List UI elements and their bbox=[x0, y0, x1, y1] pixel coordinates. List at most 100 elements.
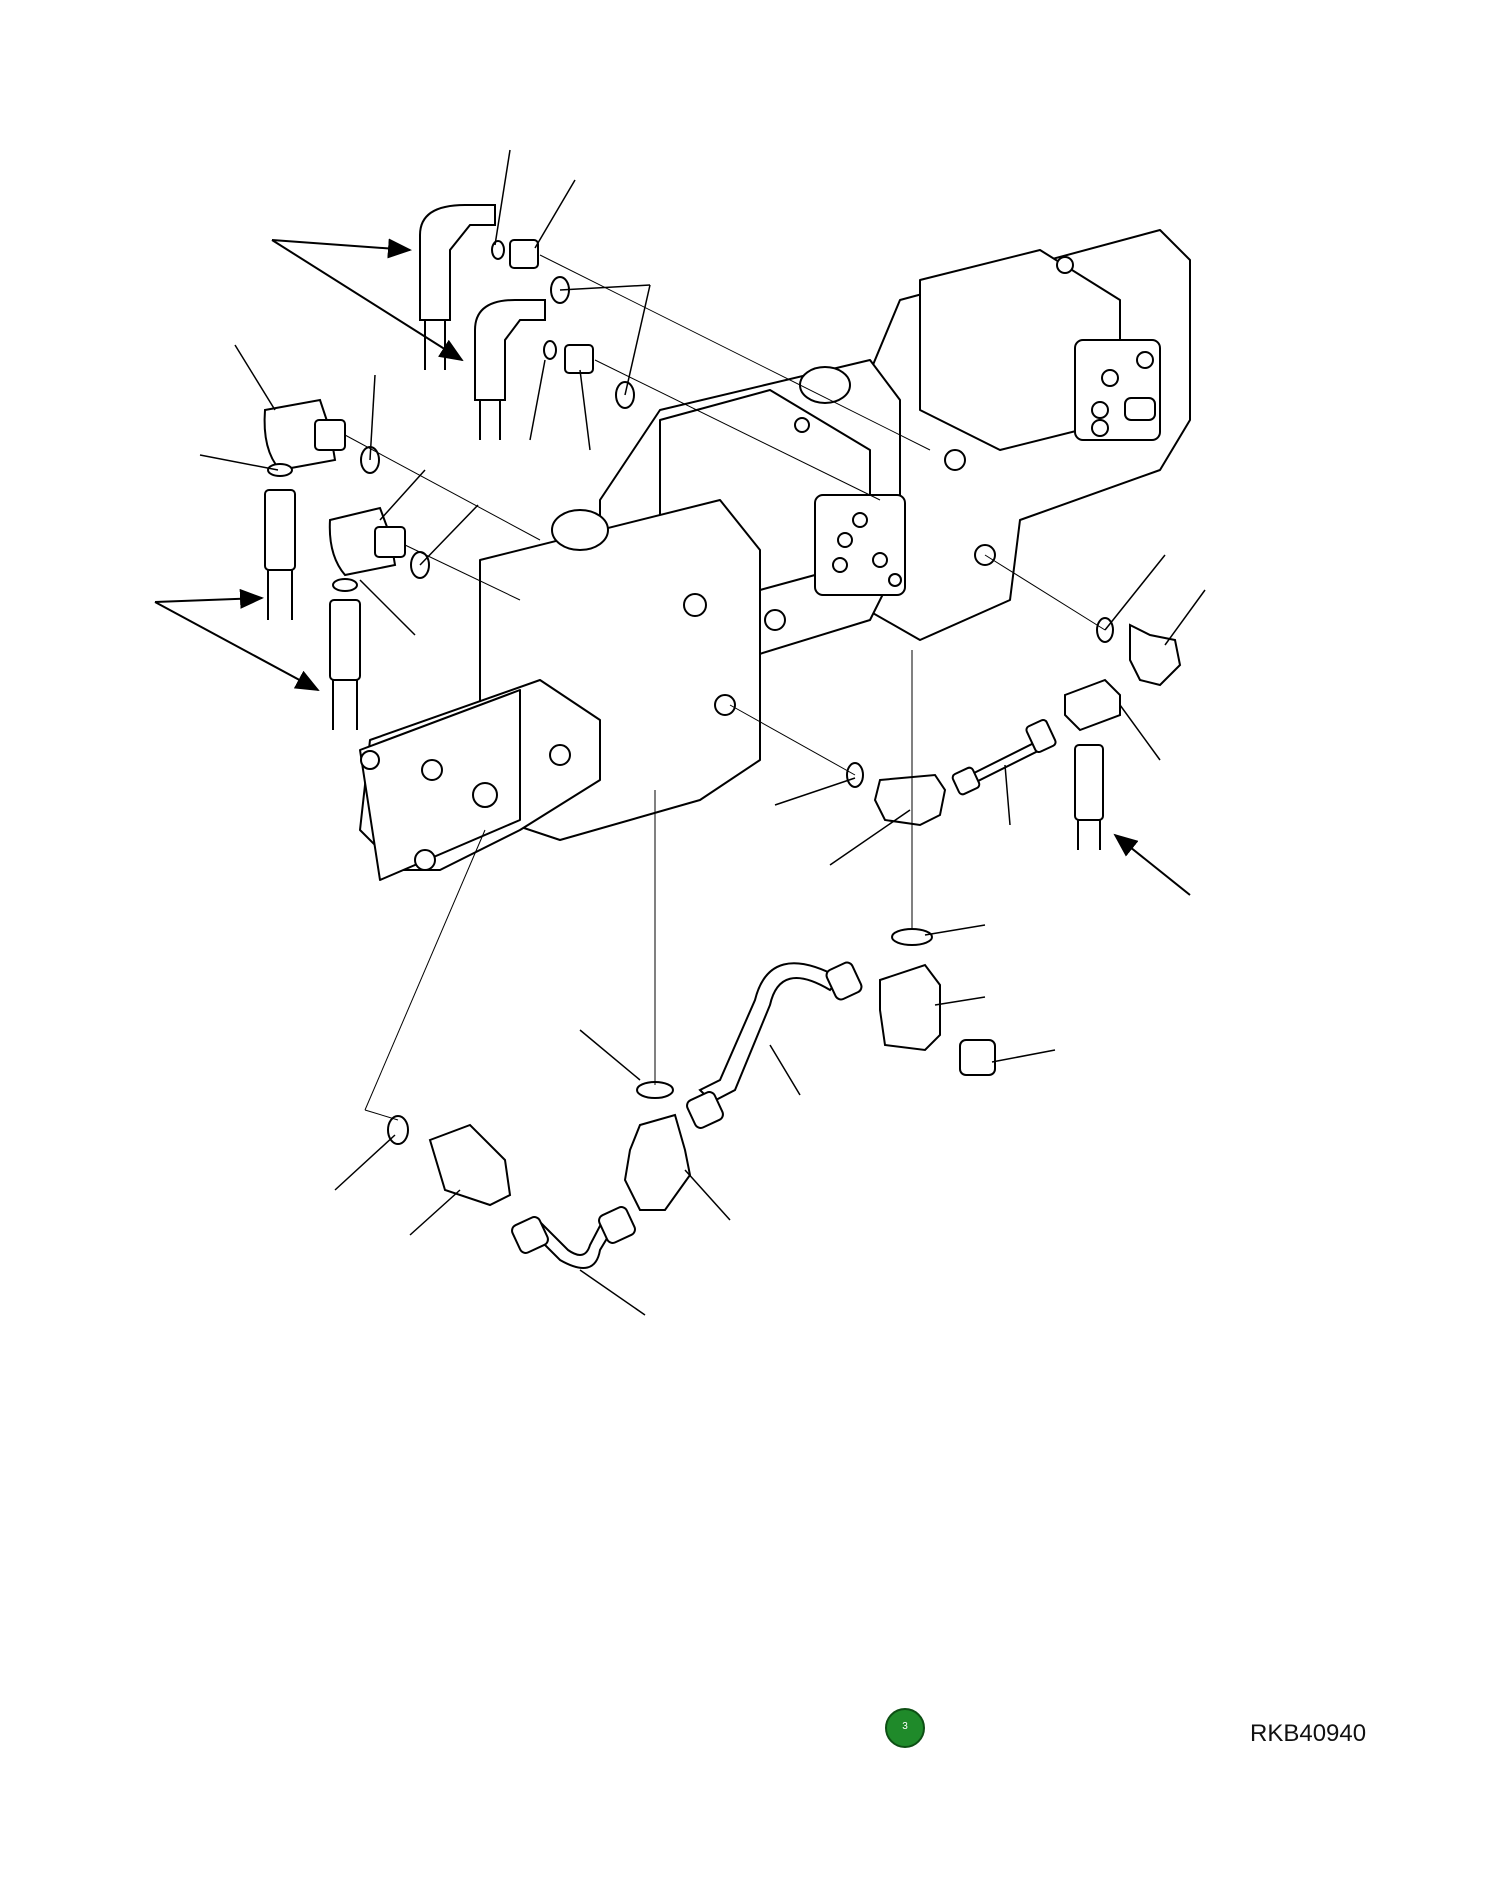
right-fittings bbox=[686, 617, 1182, 1129]
elbow-hose-1 bbox=[419, 204, 496, 321]
hose-stub-5 bbox=[1077, 820, 1101, 850]
centre-line-4 bbox=[404, 544, 521, 601]
hydraulic-pump-assembly bbox=[359, 229, 1191, 881]
leader-25 bbox=[334, 1134, 396, 1191]
o-ring-6 bbox=[267, 463, 293, 477]
hose-stub-4 bbox=[332, 680, 358, 730]
middle-side-port bbox=[764, 609, 786, 631]
arrow-2 bbox=[271, 239, 464, 362]
leader-16 bbox=[1004, 764, 1011, 826]
tee-fitting-2 bbox=[879, 963, 941, 1052]
gear-pump-port bbox=[472, 782, 498, 808]
leader-24 bbox=[684, 1169, 731, 1221]
leader-27 bbox=[579, 1269, 646, 1316]
leader-3 bbox=[559, 284, 651, 291]
front-side-port bbox=[714, 694, 736, 716]
leader-20 bbox=[934, 996, 986, 1006]
arrow-4 bbox=[154, 601, 320, 691]
centre-line-5 bbox=[984, 554, 1106, 631]
o-ring-1 bbox=[491, 240, 505, 260]
leader-14 bbox=[1164, 589, 1206, 646]
lower-fittings bbox=[387, 1081, 692, 1269]
page-badge-number: 3 bbox=[902, 1721, 908, 1732]
tube-nut-2 bbox=[1025, 718, 1057, 754]
leader-lines bbox=[199, 149, 1206, 1316]
leader-15 bbox=[1119, 704, 1161, 761]
hose-end-1 bbox=[264, 489, 296, 571]
centre-line-3 bbox=[344, 434, 541, 541]
o-ring-8 bbox=[332, 578, 358, 592]
straight-adapter bbox=[428, 1123, 512, 1207]
gear-pump-face bbox=[359, 689, 521, 881]
front-cap bbox=[551, 509, 609, 551]
tube-nut-1 bbox=[951, 766, 981, 796]
arrow-3 bbox=[154, 588, 264, 609]
leader-1 bbox=[494, 149, 511, 246]
elbow-7 bbox=[623, 1113, 692, 1211]
upper-fittings bbox=[263, 204, 635, 730]
arrow-1 bbox=[271, 238, 412, 259]
leader-7 bbox=[234, 344, 276, 411]
rear-valve-stem bbox=[1124, 397, 1156, 421]
leader-4 bbox=[624, 284, 651, 396]
rear-valve-port-4 bbox=[1091, 419, 1109, 437]
rear-valve-port-3 bbox=[1091, 401, 1109, 419]
page-badge: 3 bbox=[885, 1708, 925, 1748]
tube-nut-6 bbox=[598, 1206, 636, 1244]
centre-line-6 bbox=[729, 704, 856, 776]
elbow-6 bbox=[873, 773, 947, 827]
cap-nut bbox=[959, 1039, 996, 1076]
leader-19 bbox=[924, 924, 986, 936]
figure-reference-code: RKB40940 bbox=[1250, 1720, 1367, 1747]
rear-valve-port-1 bbox=[1136, 351, 1154, 369]
hose-end-2 bbox=[329, 599, 361, 681]
front-top-port bbox=[683, 593, 707, 617]
rear-top-plug bbox=[1056, 256, 1074, 274]
rear-top-port bbox=[944, 449, 966, 471]
gear-pump-bolt-2 bbox=[414, 849, 436, 871]
leader-10 bbox=[379, 469, 426, 521]
elbow-4-nut bbox=[374, 526, 406, 558]
leader-2 bbox=[534, 179, 576, 249]
leader-22 bbox=[769, 1044, 801, 1096]
leader-13 bbox=[1104, 554, 1166, 631]
leader-21 bbox=[991, 1049, 1056, 1063]
hose-stub-2 bbox=[479, 400, 501, 440]
arrow-5 bbox=[1113, 833, 1191, 896]
hose-stub-1 bbox=[424, 320, 446, 370]
leader-5 bbox=[529, 359, 546, 441]
middle-valve-port-3 bbox=[832, 557, 848, 573]
elbow-hose-2 bbox=[474, 299, 546, 401]
leader-9 bbox=[199, 454, 279, 471]
centre-line-2 bbox=[594, 359, 881, 501]
o-ring-11 bbox=[891, 928, 933, 946]
middle-valve-port-1 bbox=[852, 512, 868, 528]
leader-11 bbox=[419, 504, 479, 566]
o-ring-3 bbox=[543, 340, 557, 360]
middle-valve-port-2 bbox=[837, 532, 853, 548]
tee-fitting-1 bbox=[1064, 678, 1121, 732]
leader-12 bbox=[359, 579, 416, 636]
elbow-3-nut bbox=[314, 419, 346, 451]
leader-23 bbox=[579, 1029, 641, 1081]
elbow-5 bbox=[1129, 623, 1182, 687]
rear-valve-port-2 bbox=[1101, 369, 1119, 387]
leader-26 bbox=[409, 1189, 461, 1236]
tube-nut-3 bbox=[825, 961, 863, 1001]
tube-nut-4 bbox=[686, 1091, 724, 1129]
leader-8 bbox=[369, 374, 376, 461]
gear-pump-bolt-1 bbox=[421, 759, 443, 781]
centre-line-10 bbox=[364, 1109, 399, 1121]
centre-line-9 bbox=[364, 829, 486, 1111]
hose-stub-3 bbox=[267, 570, 293, 620]
bent-tube-1 bbox=[698, 962, 842, 1104]
gear-pump-mid-port bbox=[549, 744, 571, 766]
gear-pump-bolt-3 bbox=[360, 750, 380, 770]
middle-valve-port-4 bbox=[872, 552, 888, 568]
pointer-arrows bbox=[154, 238, 1191, 896]
o-ring-13 bbox=[387, 1115, 409, 1145]
adapter-2 bbox=[564, 344, 594, 374]
leader-18 bbox=[829, 809, 911, 866]
leader-6 bbox=[579, 369, 591, 451]
